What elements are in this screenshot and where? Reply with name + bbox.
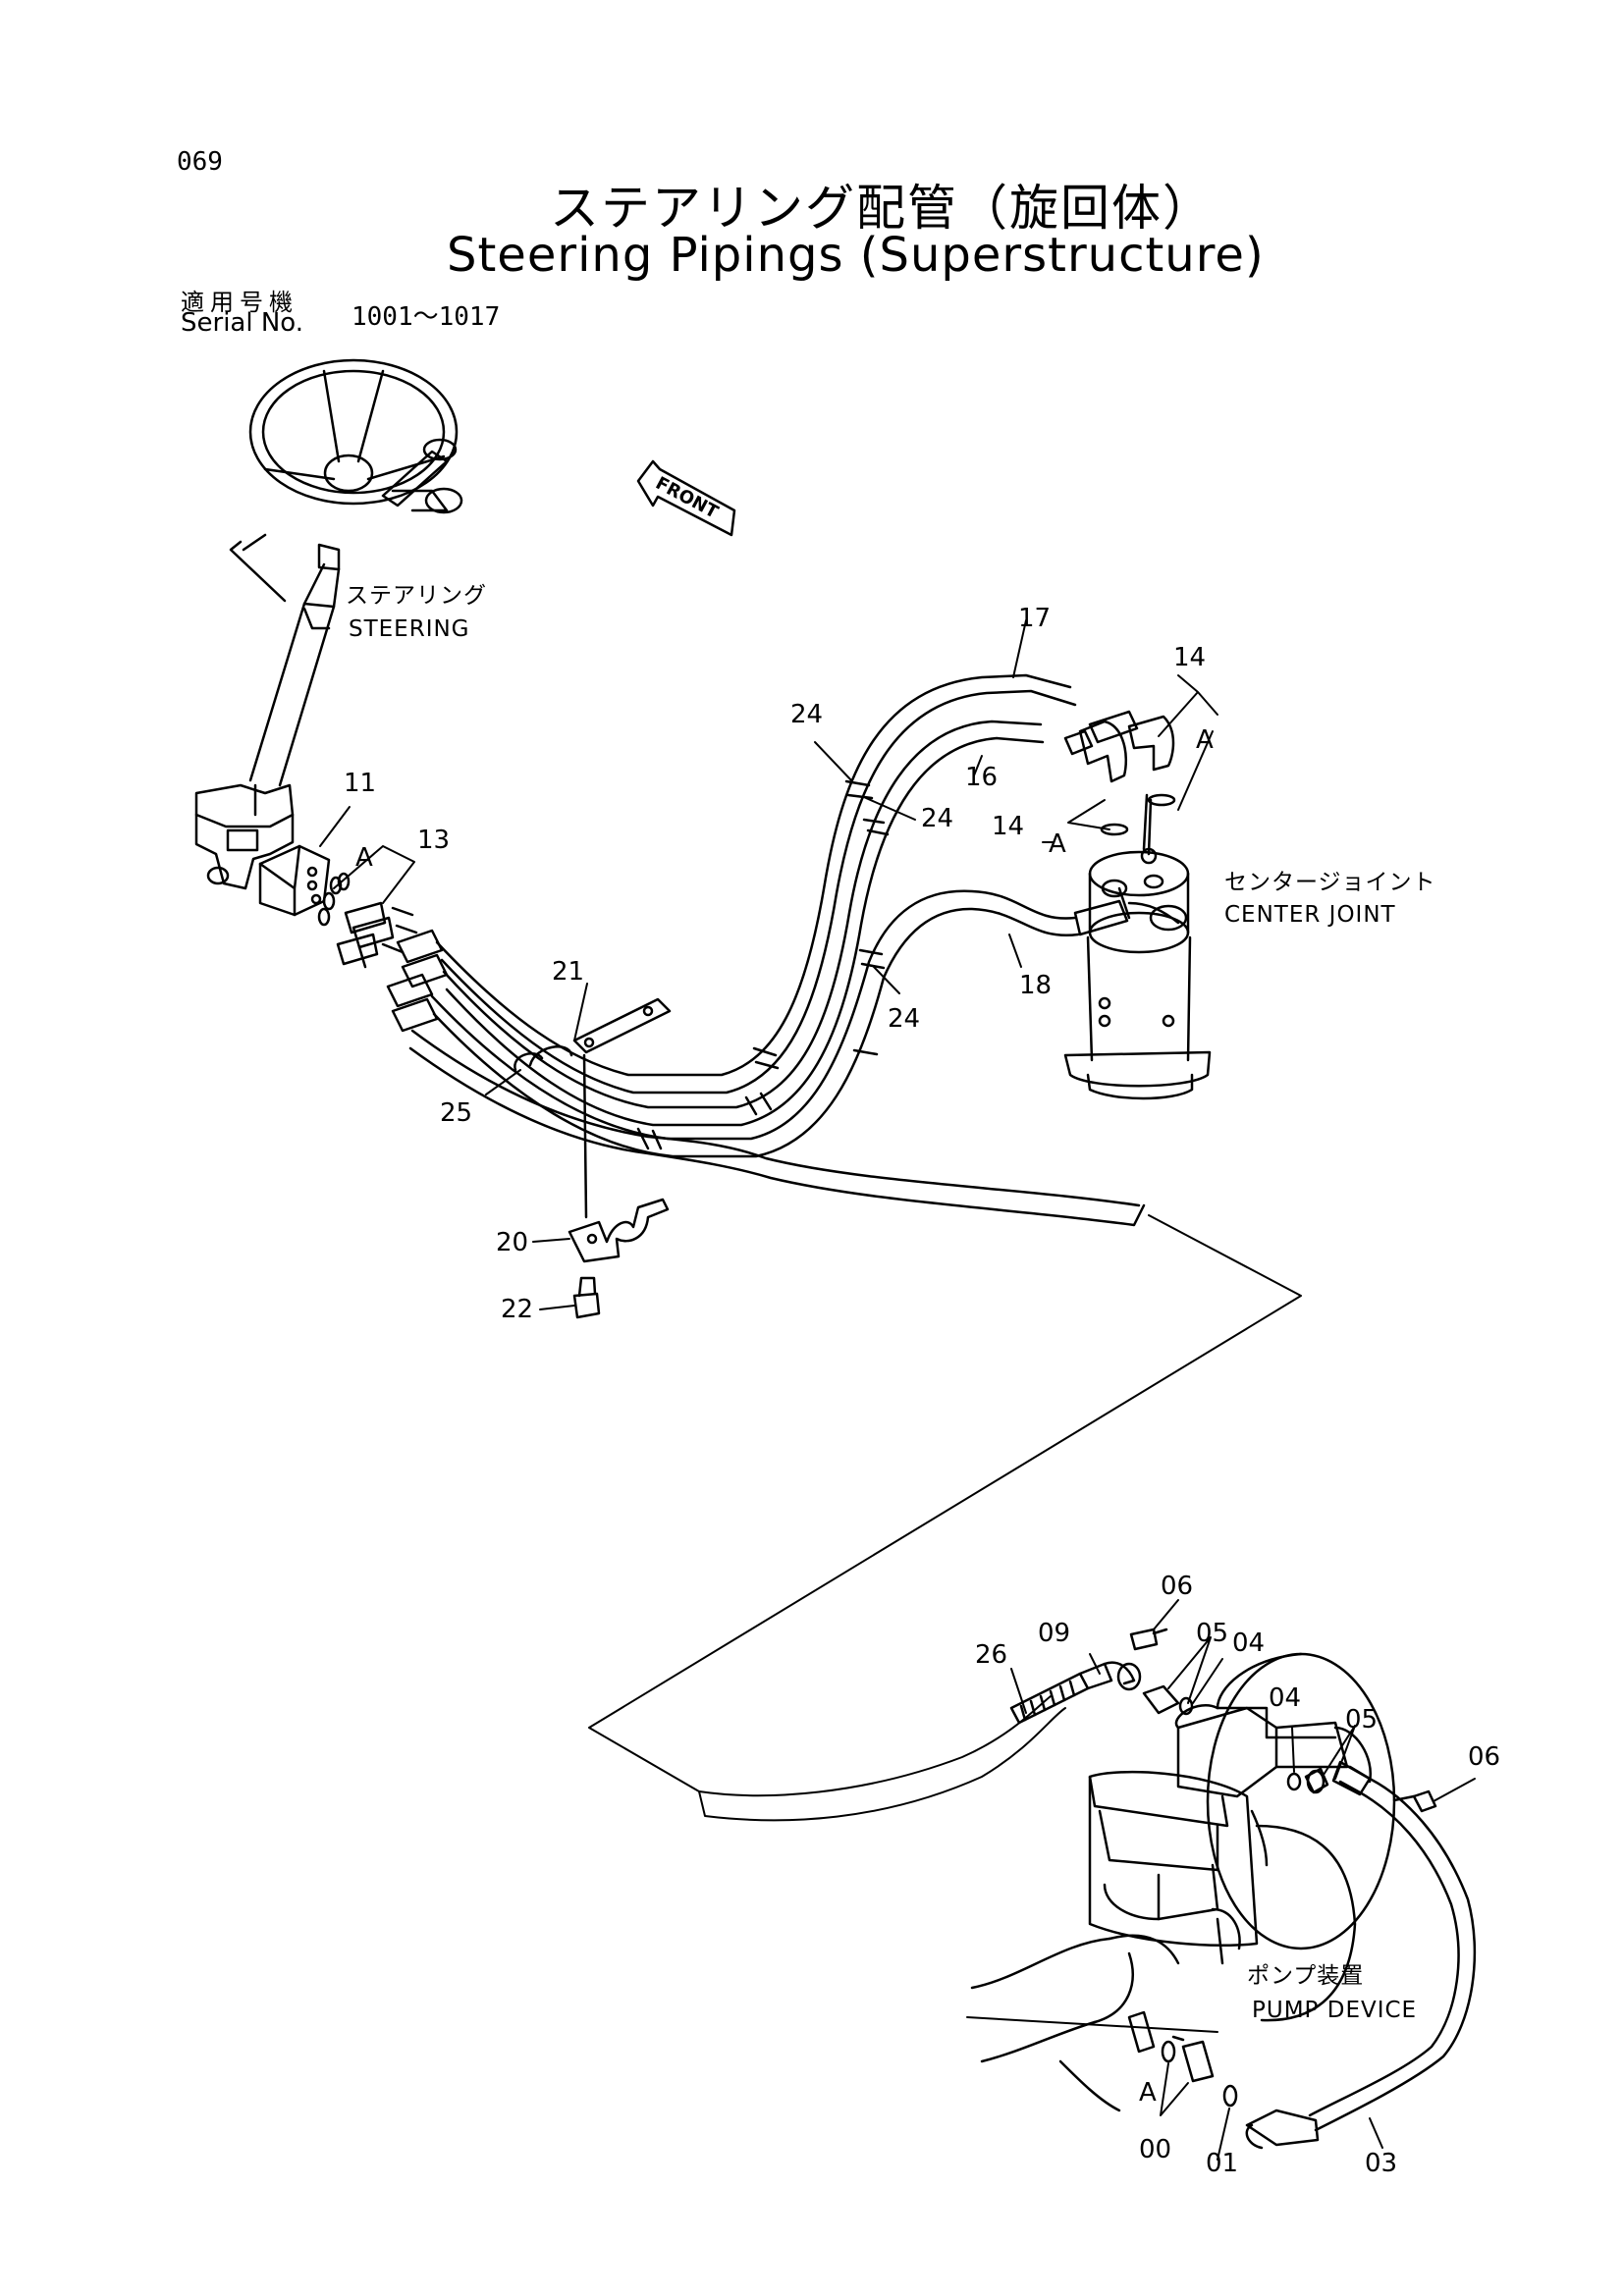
callout-18: 18 [1019, 971, 1052, 1000]
callout-13: 13 [417, 826, 450, 855]
callout-16: 16 [965, 763, 998, 792]
callout-11: 11 [344, 769, 376, 798]
steering-wheel [248, 358, 463, 514]
elbow-fittings-14 [1063, 710, 1175, 783]
callout-04-upper: 04 [1232, 1629, 1265, 1658]
callout-01: 01 [1206, 2149, 1238, 2178]
serial-range: 1001～1017 [352, 302, 501, 332]
serial-label-japanese: 適用号機 [181, 289, 298, 316]
flange-set-right [1286, 1767, 1437, 1813]
title-english: Steering Pipings (Superstructure) [447, 228, 1265, 283]
callout-a-upper: A [1196, 725, 1214, 755]
callout-a-pump: A [1139, 2078, 1157, 2108]
callout-25: 25 [440, 1098, 472, 1128]
callout-24-middle: 24 [921, 804, 953, 833]
callout-04-right: 04 [1269, 1683, 1301, 1713]
bolt-22 [572, 1276, 601, 1319]
callout-00: 00 [1139, 2135, 1171, 2164]
orings-a-center [1100, 793, 1176, 836]
clamp-20 [568, 1198, 670, 1263]
callout-03: 03 [1365, 2149, 1397, 2178]
callout-20: 20 [496, 1228, 528, 1257]
callout-26: 26 [975, 1640, 1007, 1670]
callout-05-upper: 05 [1196, 1619, 1228, 1648]
hose-bundle [408, 673, 1146, 1227]
serial-label-english: Serial No. [181, 308, 303, 338]
title-japanese: ステアリング配管（旋回体） [550, 180, 1214, 237]
leader-21-20 [582, 1053, 588, 1219]
pump-label-en: PUMP DEVICE [1252, 1998, 1417, 2023]
front-arrow: FRONT [636, 459, 736, 537]
callout-17: 17 [1018, 604, 1051, 633]
pump-device [1088, 1652, 1396, 2022]
callout-24-upper: 24 [790, 700, 823, 729]
hose-26 [1009, 1661, 1142, 1725]
suction-pipe [970, 1934, 1180, 2112]
callout-21: 21 [552, 957, 584, 987]
callout-a-valve: A [355, 843, 373, 873]
boundary-lines [588, 1214, 1302, 2033]
hose-03 [1245, 1760, 1477, 2150]
callout-06-right: 06 [1468, 1742, 1500, 1772]
orbit-valve [258, 844, 331, 917]
pump-label-jp: ポンプ装置 [1247, 1963, 1364, 1989]
steering-base [194, 783, 295, 890]
orings-a-left [317, 872, 351, 927]
page-number: 069 [177, 147, 223, 177]
flange-set-left [1129, 1628, 1194, 1716]
callout-14-lower: 14 [992, 812, 1024, 841]
steering-label-en: STEERING [349, 616, 470, 642]
leader-lines [319, 619, 1476, 2161]
callout-06-upper: 06 [1161, 1572, 1193, 1601]
steering-label-jp: ステアリング [346, 583, 487, 609]
center-joint-label-en: CENTER JOINT [1224, 902, 1396, 928]
hose-fittings-left [386, 929, 449, 1033]
callout-24-lower: 24 [888, 1004, 920, 1034]
callout-05-right: 05 [1345, 1705, 1378, 1735]
callout-a-lower: A [1049, 829, 1066, 859]
callout-09: 09 [1038, 1619, 1070, 1648]
center-joint [1063, 793, 1212, 1100]
adapters-13 [336, 901, 418, 969]
clamp-bracket-21 [514, 997, 672, 1072]
steering-column [229, 533, 341, 787]
callout-14-upper: 14 [1173, 643, 1206, 672]
center-joint-label-jp: センタージョイント [1224, 870, 1436, 895]
callout-22: 22 [501, 1295, 533, 1324]
pump-fittings [1127, 2010, 1238, 2108]
